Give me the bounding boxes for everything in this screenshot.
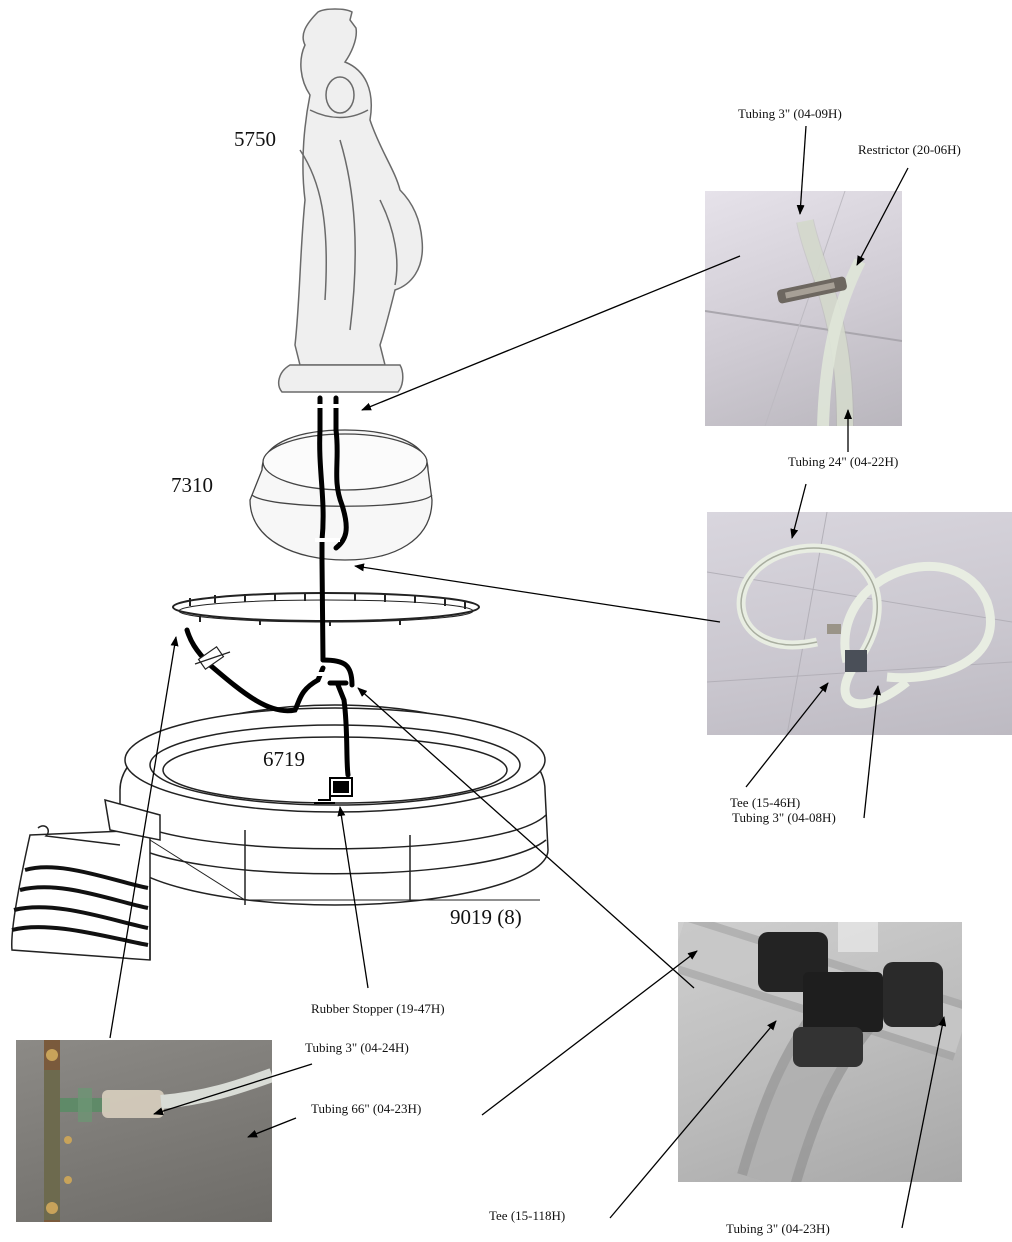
callout-rubber-stopper: Rubber Stopper (19-47H) [311, 1001, 445, 1016]
callout-tee-15-118h: Tee (15-118H) [489, 1208, 565, 1223]
callout-tubing-3-04-08h: Tubing 3" (04-08H) [732, 810, 836, 825]
callout-tubing-3-04-23h: Tubing 3" (04-23H) [726, 1221, 830, 1236]
callout-tubing-66: Tubing 66" (04-23H) [311, 1101, 421, 1116]
callout-tee-15-46h: Tee (15-46H) [730, 795, 800, 810]
part-number-statue: 5750 [234, 127, 276, 151]
part-number-pedestal: 7310 [171, 473, 213, 497]
statue-drawing [279, 9, 423, 392]
callout-tubing-3-04-24h: Tubing 3" (04-24H) [305, 1040, 409, 1055]
callout-tubing-24: Tubing 24" (04-22H) [788, 454, 898, 469]
callout-restrictor: Restrictor (20-06H) [858, 142, 961, 157]
callout-tubing-3-04-09h: Tubing 3" (04-09H) [738, 106, 842, 121]
part-number-basin: 9019 (8) [450, 905, 522, 929]
ring-drawing [173, 593, 479, 626]
part-number-ring: 6719 [263, 747, 305, 771]
